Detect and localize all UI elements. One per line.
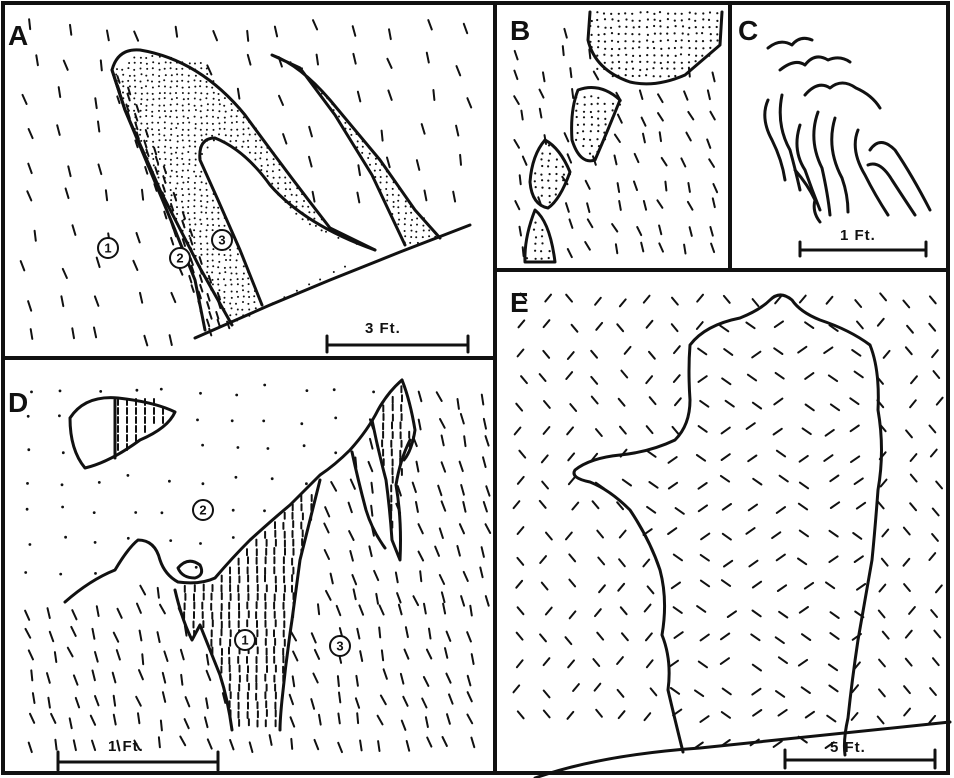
panel-d: 1 2 3 D 1 Ft.	[8, 380, 415, 770]
panel-a-dashed-boundary	[112, 70, 205, 330]
panel-c-label: C	[738, 15, 758, 46]
panel-d-unit-1: 1	[235, 630, 255, 650]
panel-e: E 5 Ft.	[510, 287, 950, 778]
panel-e-texture	[514, 293, 943, 748]
panel-c-scale-label: 1 Ft.	[840, 227, 876, 244]
panel-b-mid-body	[572, 88, 620, 161]
panel-d-dike-3	[402, 380, 415, 460]
panel-a-scale-bar: 3 Ft.	[327, 320, 468, 352]
panel-d-texture	[24, 384, 490, 752]
panel-c-fold-line	[780, 57, 850, 70]
panel-a-scale-label: 3 Ft.	[365, 320, 401, 337]
panel-c-fold-line	[797, 125, 820, 210]
texture-fills	[21, 11, 943, 752]
panel-a: 1 2 3 A 3 Ft.	[8, 20, 470, 352]
panel-a-label: A	[8, 20, 28, 51]
panel-a-fold-outer	[112, 50, 375, 325]
panel-b-label: B	[510, 15, 530, 46]
panel-e-base-line	[535, 722, 950, 778]
panel-d-unit-3: 3	[330, 636, 350, 656]
panel-d-unit-2: 2	[193, 500, 213, 520]
panel-e-intrusion	[574, 295, 882, 755]
panel-a-fold-inner	[200, 138, 375, 305]
panel-d-label: D	[8, 387, 28, 418]
panel-a-limb-sliver	[272, 55, 440, 245]
panel-a-unit-3: 3	[212, 230, 232, 250]
panel-a-texture	[21, 19, 472, 345]
panel-a-unit-2: 2	[170, 248, 190, 268]
panel-c-fold-lines	[765, 38, 930, 222]
panel-a-unit-3-label: 3	[218, 233, 225, 248]
panel-a-unit-1-label: 1	[104, 241, 111, 256]
panel-c-fold-line	[832, 118, 848, 212]
panel-e-label: E	[510, 287, 529, 318]
panel-frames	[3, 3, 948, 773]
panel-c: C 1 Ft.	[738, 15, 930, 256]
panel-a-unit-1: 1	[98, 238, 118, 258]
panel-d-scale-bar: 1 Ft.	[58, 738, 218, 770]
panel-e-scale-bar: 5 Ft.	[785, 739, 935, 768]
panel-d-xenolith	[70, 398, 175, 468]
panel-c-scale-bar: 1 Ft.	[800, 227, 926, 256]
panel-d-small-inclusion	[178, 561, 202, 578]
panel-d-scale-label: 1 Ft.	[108, 738, 144, 755]
panel-a-unit-2-label: 2	[176, 251, 183, 266]
panel-c-fold-line	[765, 100, 785, 180]
panel-d-unit-1-label: 1	[241, 633, 248, 648]
panel-d-unit-2-label: 2	[199, 503, 206, 518]
panel-c-fold-line	[768, 38, 812, 48]
panel-d-dike-1-right	[280, 480, 320, 730]
panel-d-unit-3-label: 3	[336, 639, 343, 654]
outer-frame	[3, 3, 948, 773]
panel-c-fold-line	[805, 83, 880, 108]
panel-e-scale-label: 5 Ft.	[830, 739, 866, 756]
panel-b-bottom-body	[525, 210, 555, 262]
